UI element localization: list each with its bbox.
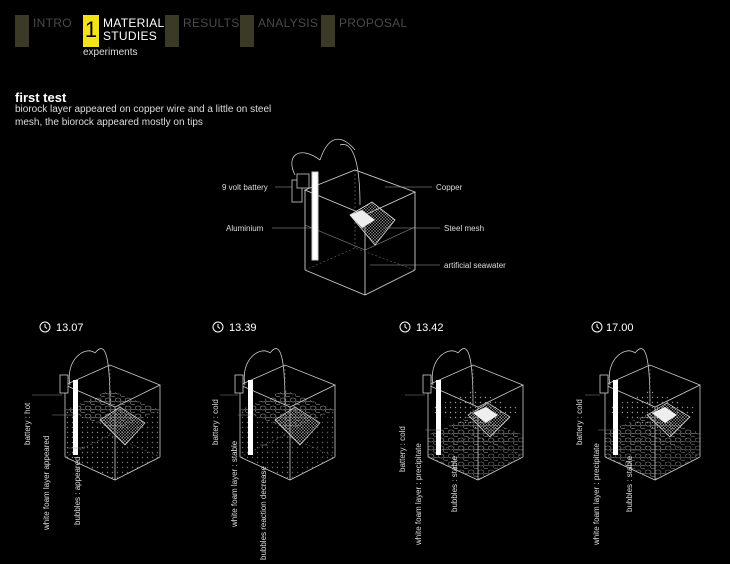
label-aluminium: Aluminium (226, 224, 264, 233)
clock-icon (591, 321, 603, 333)
time-label: 13.42 (416, 322, 444, 334)
nav-analysis-marker (240, 15, 254, 47)
time-label: 13.39 (229, 322, 257, 334)
nav-proposal-label: PROPOSAL (339, 16, 408, 30)
clock-icon (399, 321, 411, 333)
note-battery: battery : cold (575, 399, 584, 445)
clock-icon (39, 321, 51, 333)
main-diagram (272, 138, 440, 296)
note-foam: white foam layer : precipitate (414, 443, 423, 546)
nav-material-studies-label: MATERIAL STUDIES (103, 16, 165, 43)
nav-analysis-label: ANALYSIS (258, 16, 319, 30)
nav-results-marker (165, 15, 179, 47)
label-copper: Copper (436, 183, 463, 192)
label-steel-mesh: Steel mesh (444, 224, 484, 233)
nav-intro-label: INTRO (33, 16, 72, 30)
nav-intro-marker (15, 15, 29, 47)
time-label: 13.07 (56, 322, 84, 334)
experiment-4: 17.00 battery : cold white foam layer : … (575, 321, 701, 546)
nav-proposal-marker (321, 15, 335, 47)
nav-material-studies-number: 1 (83, 15, 99, 47)
nav-active-subtitle: experiments (83, 47, 138, 58)
nav-results[interactable]: RESULTS (165, 15, 240, 47)
note-battery: battery : cold (211, 399, 220, 445)
note-foam: white foam layer : stable (230, 440, 239, 528)
nav-intro[interactable]: INTRO (15, 15, 72, 47)
experiment-1: 13.07 battery : hot white foam layer app… (23, 321, 161, 531)
note-battery: battery : cold (398, 426, 407, 472)
note-foam: white foam layer appeared (42, 436, 51, 531)
note-bubbles: bubbles : appeared (73, 457, 82, 526)
note-battery: battery : hot (23, 402, 32, 445)
nav-results-label: RESULTS (183, 16, 240, 30)
nav-proposal[interactable]: PROPOSAL (321, 15, 407, 47)
label-seawater: artificial seawater (444, 261, 506, 270)
section-description: biorock layer appeared on copper wire an… (15, 104, 272, 128)
experiment-3: 13.42 battery : cold white foam layer : … (398, 321, 524, 546)
time-label: 17.00 (606, 322, 634, 334)
nav-material-studies[interactable]: 1 MATERIAL STUDIES (83, 15, 165, 47)
section-title: first test (15, 90, 67, 105)
experiment-2: 13.39 battery : cold white foam layer : … (211, 321, 336, 560)
note-bubbles: bubbles : stable (625, 455, 634, 512)
clock-icon (212, 321, 224, 333)
nav-analysis[interactable]: ANALYSIS (240, 15, 318, 47)
note-bubbles: bubbles : stable (450, 455, 459, 512)
note-bubbles: bubbles reaction decrease (259, 466, 268, 560)
label-battery: 9 volt battery (222, 183, 268, 192)
note-foam: white foam layer : precipitate (592, 443, 601, 546)
